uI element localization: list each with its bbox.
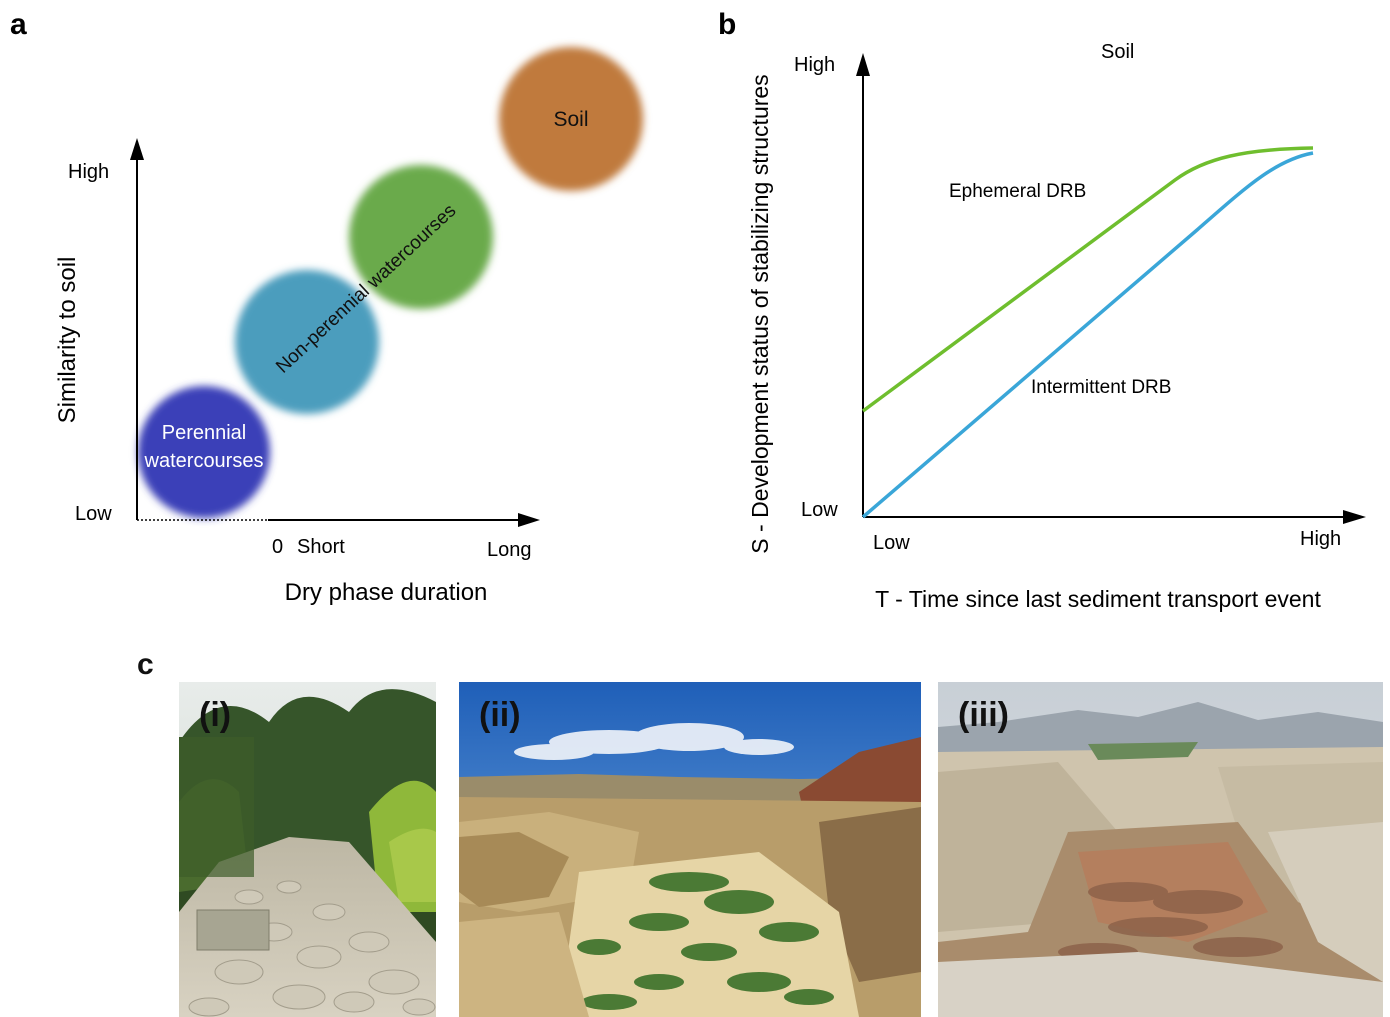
soil-label: Soil — [553, 108, 588, 131]
perennial-blob — [138, 386, 270, 518]
x-axis-arrow — [518, 513, 540, 527]
x-short-label: Short — [297, 536, 345, 558]
x-long-label: Long — [487, 539, 532, 561]
non-perennial-blue-blob — [235, 270, 379, 414]
y-high-label: High — [794, 54, 835, 76]
x-zero-label: 0 — [272, 536, 283, 558]
photo-ii: (ii) — [459, 682, 921, 1017]
soil-blob — [499, 47, 643, 191]
y-low-label: Low — [75, 503, 112, 525]
photo-iii-label: (iii) — [958, 696, 1009, 734]
panel-b: b High Low S - Development status of sta… — [718, 8, 1366, 612]
non-perennial-green-blob — [349, 165, 493, 309]
photo-iii: (iii) — [938, 682, 1383, 1017]
perennial-label-line2: watercourses — [144, 450, 264, 472]
x-axis-title: T - Time since last sediment transport e… — [875, 586, 1321, 612]
soil-label: Soil — [1101, 41, 1134, 63]
perennial-label-line1: Perennial — [162, 422, 247, 444]
x-axis-title: Dry phase duration — [285, 579, 488, 606]
panel-a-letter: a — [10, 8, 27, 41]
intermittent-label: Intermittent DRB — [1031, 377, 1171, 398]
y-high-label: High — [68, 161, 109, 183]
y-axis-title: S - Development status of stabilizing st… — [747, 74, 773, 553]
photo-i: (i) — [179, 682, 436, 1017]
y-axis-arrow — [856, 53, 870, 76]
ephemeral-curve — [861, 146, 1314, 413]
ephemeral-label: Ephemeral DRB — [949, 181, 1086, 202]
y-axis-title: Similarity to soil — [54, 257, 81, 424]
y-low-label: Low — [801, 499, 838, 521]
panel-c-letter: c — [137, 648, 154, 681]
x-axis-arrow — [1343, 510, 1366, 524]
panel-a: a High Low Similarity to soil 0 Short Lo… — [10, 8, 643, 606]
x-low-label: Low — [873, 532, 910, 554]
x-high-label: High — [1300, 528, 1341, 550]
photo-ii-label: (ii) — [479, 696, 521, 734]
photo-i-label: (i) — [199, 696, 232, 734]
panel-b-letter: b — [718, 8, 736, 41]
intermittent-curve — [861, 151, 1314, 519]
y-axis-arrow — [130, 138, 144, 160]
